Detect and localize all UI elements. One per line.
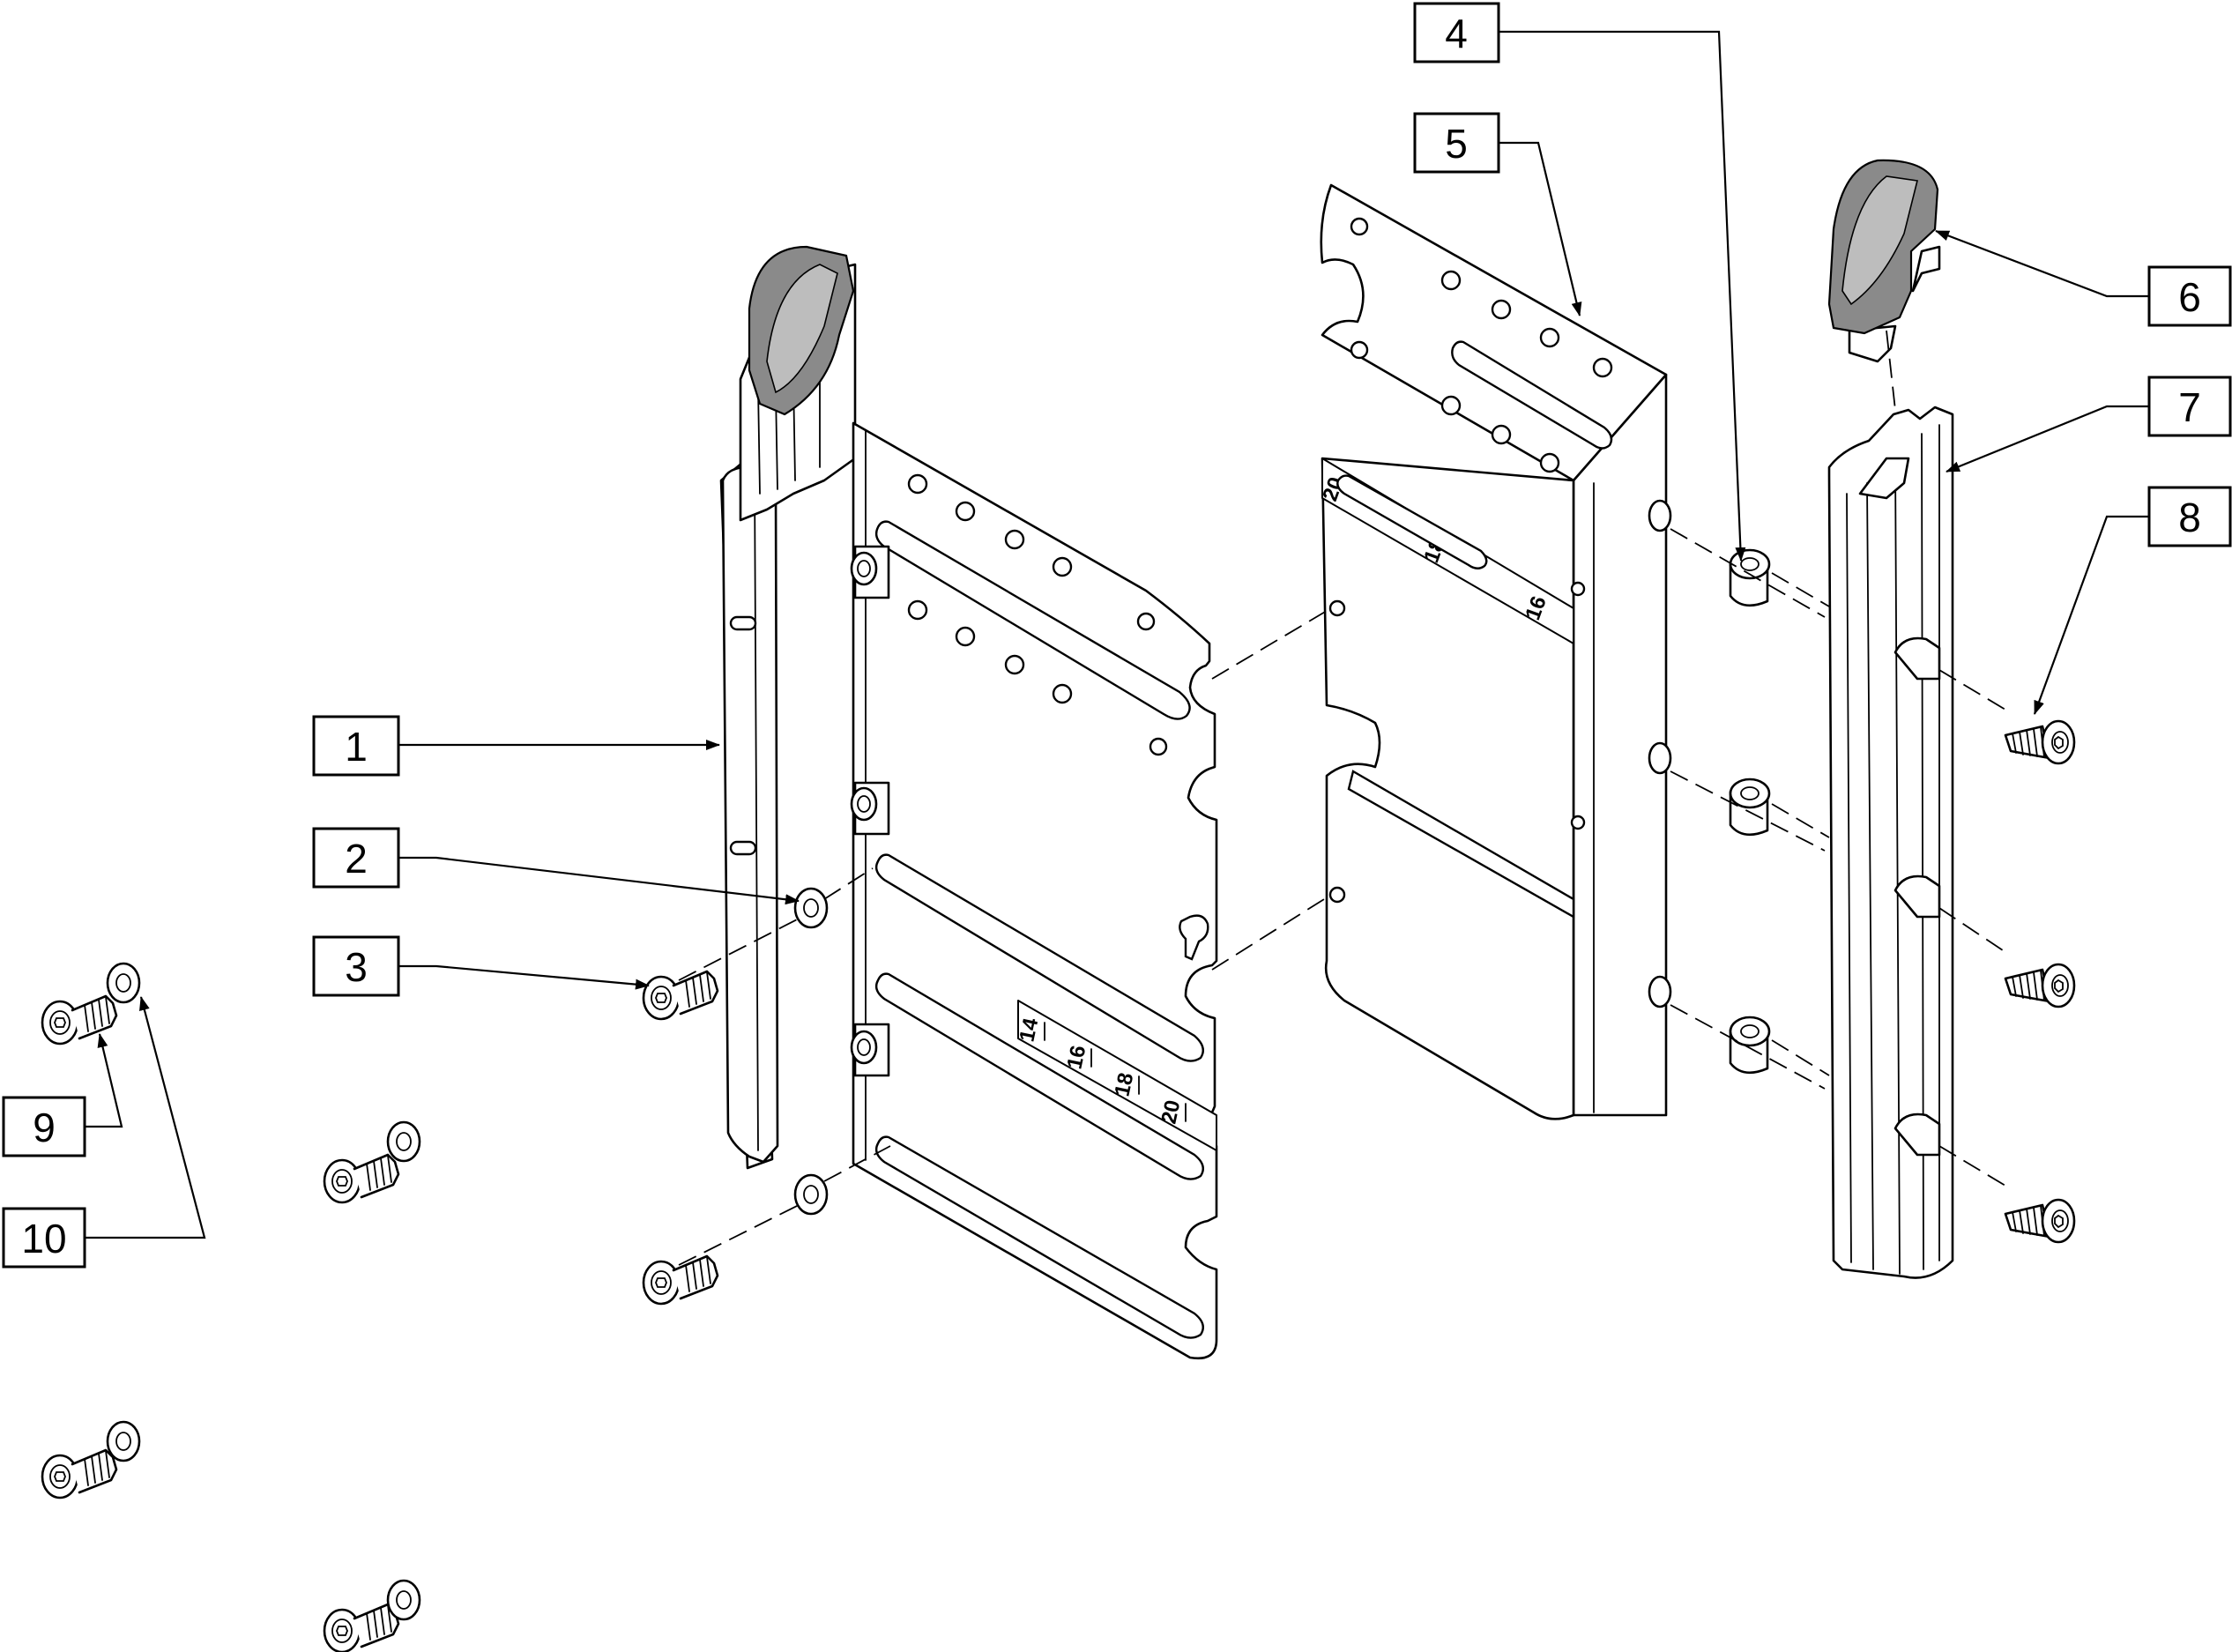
- left-depth-scale: 14 16 18 20: [1015, 1000, 1217, 1151]
- callout-6-label: 6: [2178, 274, 2201, 320]
- flat-screw-bottom: [2004, 1198, 2076, 1244]
- part-5-plate: 20 18 16: [1318, 183, 1672, 1120]
- part-1-bracket: 14 16 18 20: [719, 245, 1218, 1360]
- callout-4-label: 4: [1445, 11, 1468, 56]
- left-scale-label-20: 20: [1157, 1098, 1185, 1127]
- callout-3-label: 3: [345, 944, 368, 990]
- callout-4: 4: [1413, 2, 1500, 63]
- flat-screw-middle: [2004, 963, 2076, 1008]
- callout-1: 1: [312, 715, 400, 777]
- spacer-top: [1729, 548, 1771, 607]
- callout-7-label: 7: [2178, 384, 2201, 430]
- stud-top: [850, 545, 890, 599]
- flat-screw-top: [2004, 719, 2076, 765]
- callout-8-label: 8: [2178, 495, 2201, 540]
- callout-10-label: 10: [21, 1216, 66, 1261]
- callout-8: 8: [2147, 486, 2232, 547]
- callout-9-label: 9: [33, 1105, 56, 1150]
- loose-screw-4: [323, 1603, 400, 1652]
- callout-6: 6: [2147, 265, 2232, 327]
- callout-5: 5: [1413, 112, 1500, 174]
- loose-washer-2: [386, 1120, 421, 1163]
- callout-leaders: [85, 30, 2149, 1239]
- spacer-middle: [1729, 778, 1771, 837]
- part-7-rail: [1827, 406, 1954, 1279]
- callout-2-label: 2: [345, 836, 368, 882]
- loose-screw-3: [41, 1448, 118, 1499]
- callout-1-label: 1: [345, 724, 368, 770]
- left-scale-label-14: 14: [1015, 1016, 1043, 1044]
- loose-screw-2: [323, 1153, 400, 1204]
- washer-upper: [793, 887, 829, 929]
- loose-washer-1: [106, 962, 141, 1004]
- stud-bottom: [850, 1023, 890, 1077]
- loose-washer-3: [106, 1420, 141, 1462]
- left-scale-label-18: 18: [1110, 1071, 1138, 1099]
- callout-10: 10: [2, 1207, 86, 1269]
- left-scale-label-16: 16: [1062, 1044, 1090, 1072]
- callout-3: 3: [312, 935, 400, 997]
- stud-middle: [850, 781, 890, 836]
- spacer-bottom: [1729, 1016, 1771, 1075]
- part-6-end-cap: [1827, 159, 1941, 363]
- loose-screw-1: [41, 994, 118, 1046]
- callout-2: 2: [312, 827, 400, 889]
- washer-lower: [793, 1173, 829, 1216]
- callout-9: 9: [2, 1096, 86, 1157]
- callout-7: 7: [2147, 376, 2232, 437]
- callout-5-label: 5: [1445, 121, 1468, 167]
- loose-washer-4: [386, 1579, 421, 1621]
- assembly-lines: [678, 330, 2006, 1266]
